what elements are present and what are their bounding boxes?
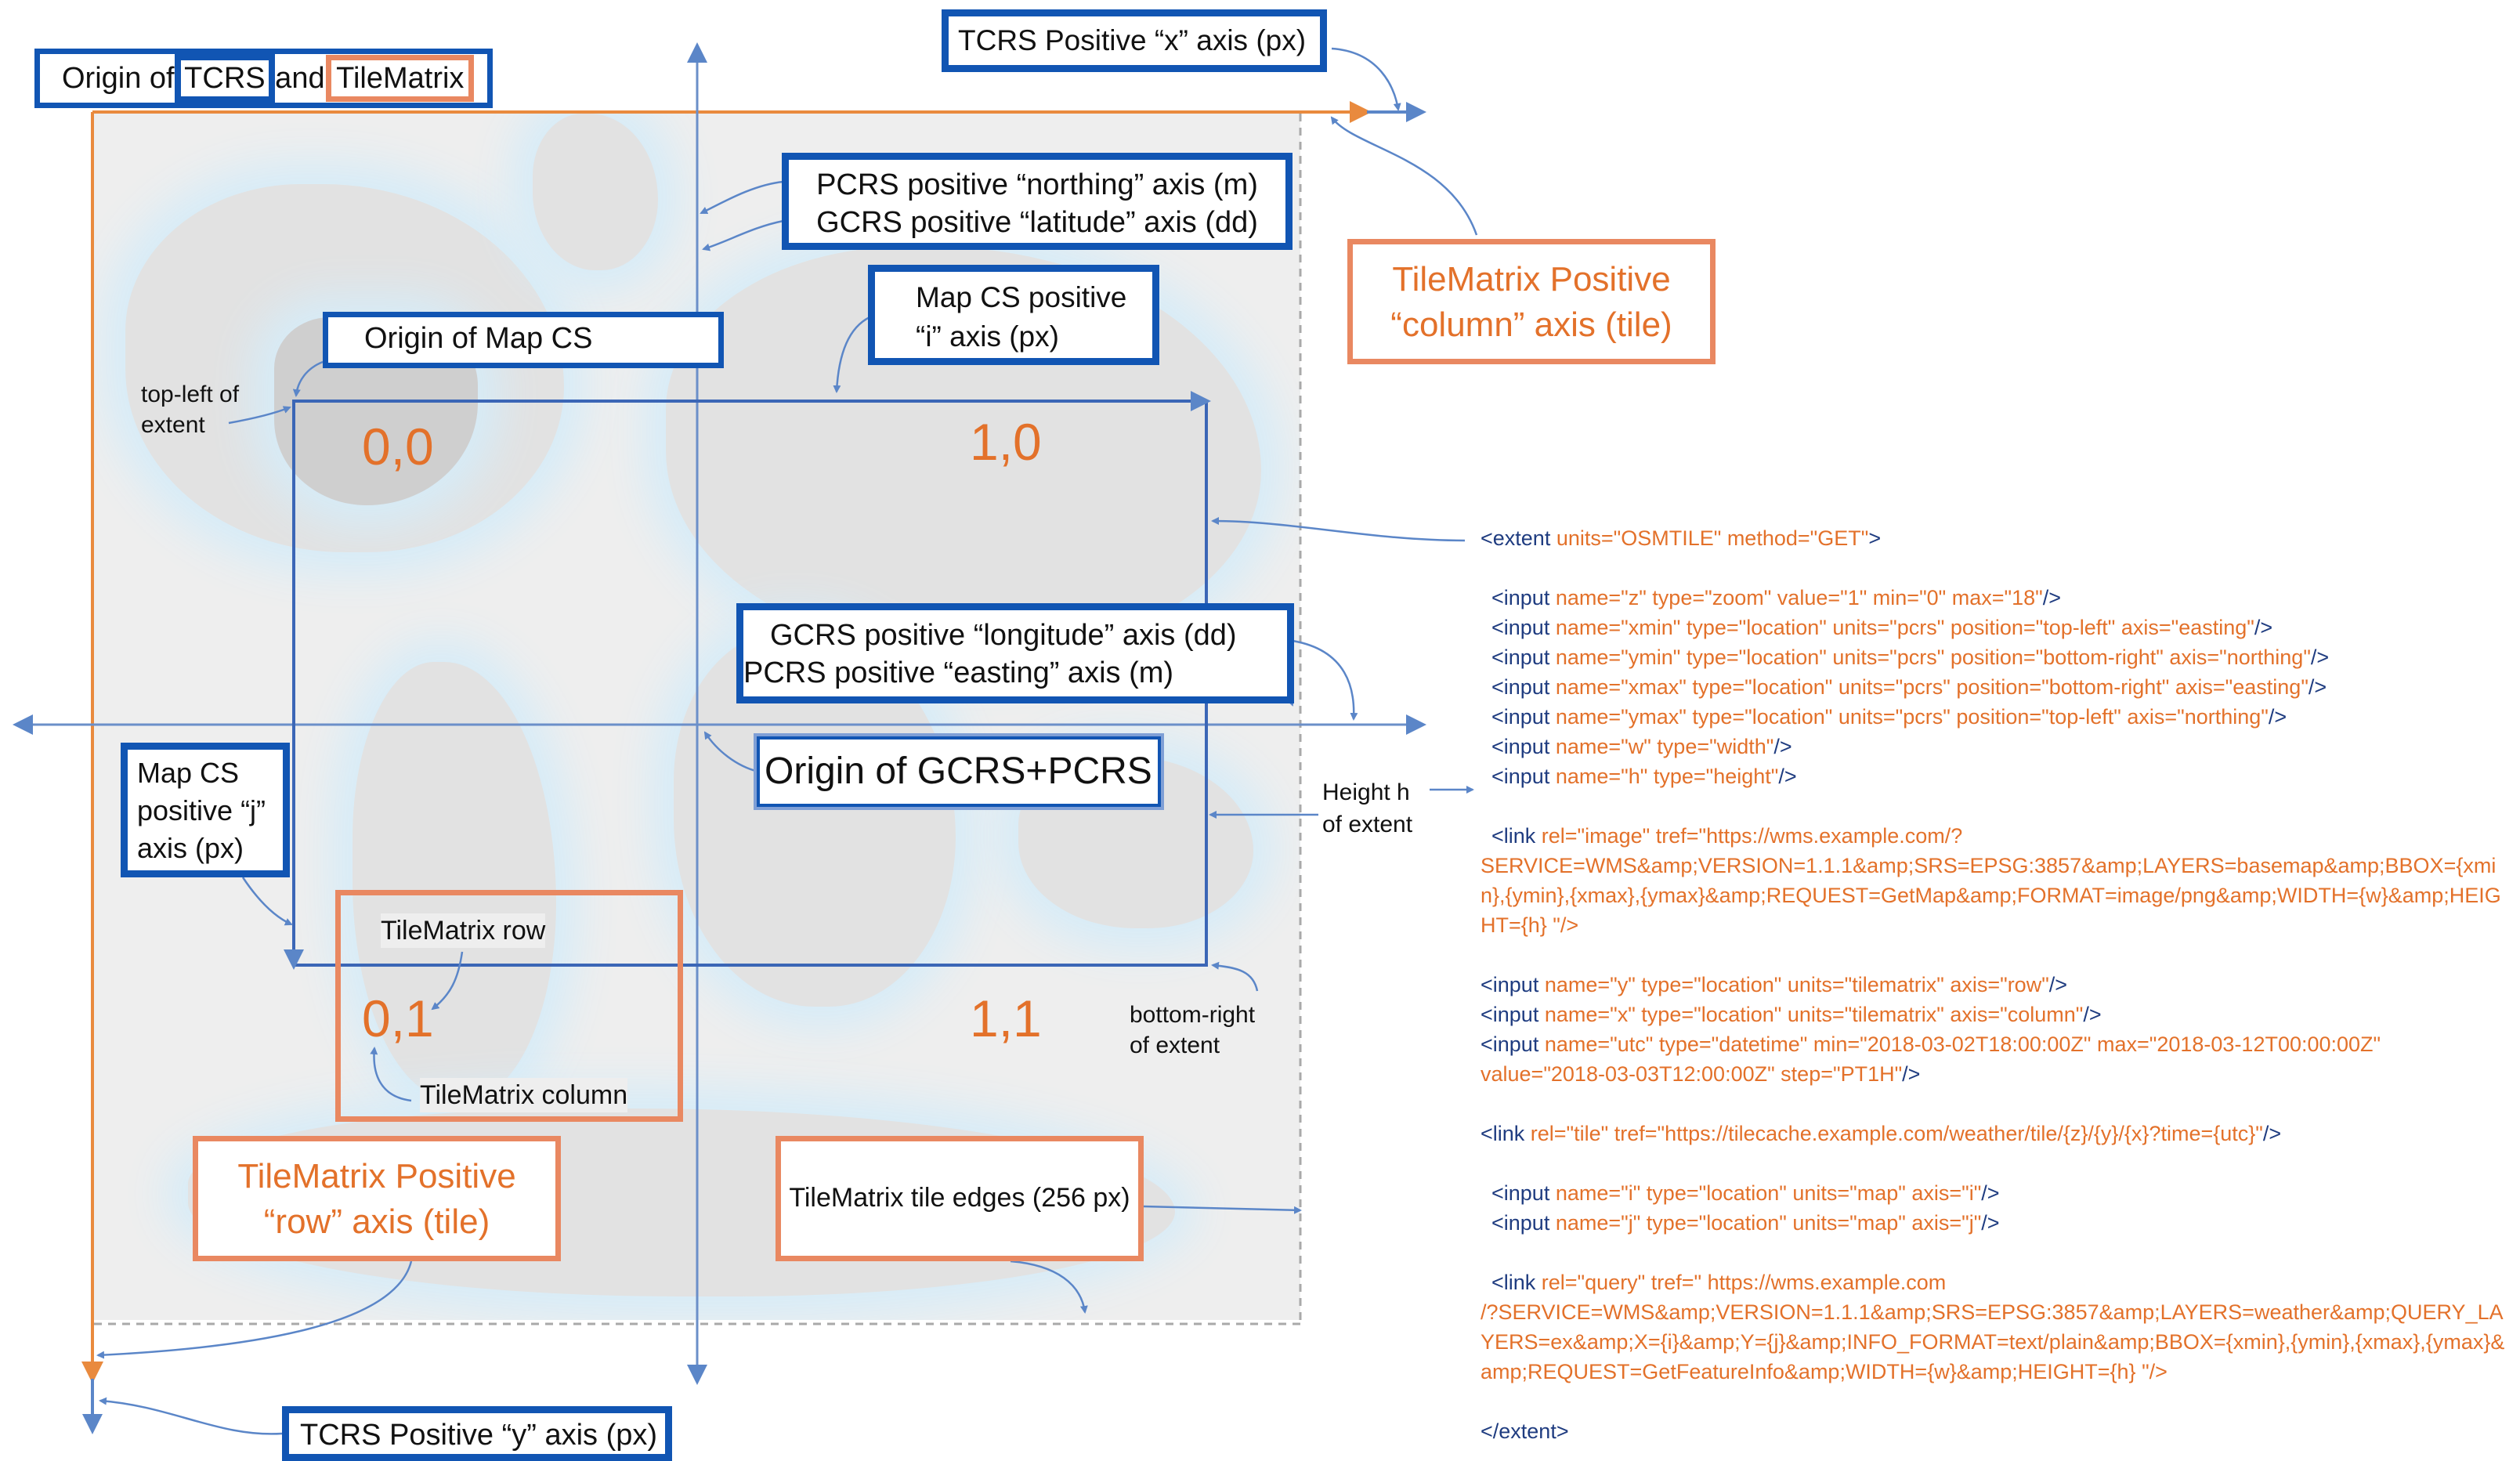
- callout-northing: [700, 180, 784, 215]
- tile-label-0-1: 0,1: [362, 989, 434, 1047]
- callout-height: [1211, 517, 1466, 542]
- tile-edges-label: TileMatrix tile edges (256 px): [776, 1136, 1144, 1261]
- mapcs-i-axis-label: Map CS positive “i” axis (px): [868, 265, 1159, 365]
- pcrs-easting-text: PCRS positive “easting” axis (m): [743, 656, 1174, 689]
- code-input-line: <input name="xmin" type="location" units…: [1491, 616, 2273, 639]
- mapcs-origin-label: Origin of Map CS: [323, 312, 724, 368]
- callout-top-left: [228, 406, 291, 425]
- code-input-line: <input name="w" type="width"/>: [1491, 735, 1792, 758]
- top-left-extent-line2: extent: [141, 412, 205, 438]
- code-input-line: <input name="x" type="location" units="t…: [1481, 1003, 2102, 1026]
- pcrs-northing-text: PCRS positive “northing” axis (m): [816, 168, 1258, 201]
- callout-longitude: [1292, 639, 1358, 721]
- callout-tilematrix-column-local: [370, 1047, 412, 1102]
- tilematrix-row-axis-label: TileMatrix Positive “row” axis (tile): [193, 1136, 561, 1261]
- tilematrix-row-column-box: [335, 890, 683, 1122]
- mapcs-j-axis-label: Map CS positive “j” axis (px): [121, 743, 290, 877]
- callout-tilematrix-column: [1330, 116, 1478, 236]
- gcrs-latitude-text: GCRS positive “latitude” axis (dd): [816, 206, 1258, 239]
- code-input-line: <input name="y" type="location" units="t…: [1481, 973, 2068, 996]
- bottom-right-extent-line2: of extent: [1130, 1032, 1220, 1058]
- mapml-code-block: <extent units="OSMTILE" method="GET"> <i…: [1481, 523, 2515, 1446]
- top-left-extent-line1: top-left of: [141, 382, 240, 407]
- code-extent-open: <extent units="OSMTILE" method="GET">: [1481, 526, 1882, 550]
- gcrs-pcrs-origin-label: Origin of GCRS+PCRS: [757, 736, 1161, 807]
- callout-gcrs-origin: [703, 731, 759, 773]
- tcrs-origin-tcrs-word: TCRS: [175, 54, 275, 103]
- tcrs-origin-tilematrix-word: TileMatrix: [326, 55, 475, 102]
- height-extent-line2: of extent: [1322, 811, 1413, 837]
- longitude-easting-label: GCRS positive “longitude” axis (dd) PCRS…: [736, 603, 1294, 703]
- tcrs-y-axis-label: TCRS Positive “y” axis (px): [282, 1406, 672, 1461]
- callout-mapcs-origin: [292, 360, 324, 397]
- code-link-image: <link rel="image" tref="https://wms.exam…: [1491, 824, 1963, 848]
- gcrs-longitude-text: GCRS positive “longitude” axis (dd): [770, 619, 1237, 652]
- code-utc-cont: value="2018-03-03T12:00:00Z" step="PT1H"…: [1481, 1062, 1921, 1086]
- code-input-line: <input name="j" type="location" units="m…: [1491, 1211, 2000, 1235]
- tile-label-0-0: 0,0: [362, 418, 434, 476]
- callout-tilematrix-row: [431, 951, 464, 1011]
- northing-latitude-label: PCRS positive “northing” axis (m) GCRS p…: [782, 153, 1293, 250]
- code-link-query: <link rel="query" tref=" https://wms.exa…: [1491, 1271, 1947, 1294]
- tilematrix-column-axis-label: TileMatrix Positive “column” axis (tile): [1347, 239, 1716, 364]
- callout-tile-edges-bottom: [1010, 1260, 1088, 1314]
- tilematrix-row-axis-line2: “row” axis (tile): [263, 1202, 490, 1241]
- code-link-tile: <link rel="tile" tref="https://tilecache…: [1481, 1122, 2282, 1145]
- bottom-right-extent-line1: bottom-right: [1130, 1002, 1256, 1028]
- tcrs-x-axis-label: TCRS Positive “x” axis (px): [942, 9, 1327, 72]
- code-input-line: <input name="i" type="location" units="m…: [1491, 1181, 2000, 1205]
- height-extent-label: Height h of extent: [1322, 777, 1412, 841]
- tcrs-origin-part2: and: [266, 62, 334, 95]
- code-extent-close: </extent>: [1481, 1419, 1569, 1443]
- code-link-image-url: SERVICE=WMS&amp;VERSION=1.1.1&amp;SRS=EP…: [1481, 854, 2501, 937]
- code-input-line: <input name="z" type="zoom" value="1" mi…: [1491, 586, 2062, 609]
- mapcs-j-line2: positive “j”: [137, 794, 266, 826]
- code-input-line: <input name="h" type="height"/>: [1491, 765, 1797, 788]
- height-extent-line1: Height h: [1322, 779, 1410, 805]
- callout-row-axis: [96, 1260, 413, 1359]
- code-link-query-url: /?SERVICE=WMS&amp;VERSION=1.1.1&amp;SRS=…: [1481, 1300, 2505, 1383]
- code-input-line: <input name="xmax" type="location" units…: [1491, 675, 2327, 699]
- tilematrix-row-axis-line1: TileMatrix Positive: [237, 1157, 516, 1195]
- bottom-right-extent-label: bottom-right of extent: [1130, 1000, 1255, 1061]
- tile-label-1-1: 1,1: [970, 989, 1042, 1047]
- callout-tcrs-y: [99, 1397, 283, 1435]
- callout-mapcs-i: [833, 316, 870, 393]
- callout-bottom-right: [1211, 961, 1259, 992]
- callout-tcrs-x: [1331, 47, 1401, 111]
- mapcs-j-line1: Map CS: [137, 757, 240, 789]
- top-left-extent-label: top-left of extent: [141, 379, 239, 440]
- mapcs-i-line2: “i” axis (px): [916, 320, 1059, 353]
- tcrs-origin-part1: Origin of: [62, 62, 183, 95]
- code-input-line: <input name="ymin" type="location" units…: [1491, 646, 2330, 669]
- callout-mapcs-j: [241, 877, 293, 926]
- mapcs-j-line3: axis (px): [137, 832, 244, 864]
- tilematrix-row-label: TileMatrix row: [381, 913, 546, 949]
- tcrs-origin-label: Origin of TCRS and TileMatrix: [34, 49, 493, 108]
- tilematrix-column-axis-line2: “column” axis (tile): [1390, 306, 1672, 344]
- callout-tile-edges-right: [1143, 1205, 1302, 1214]
- callout-latitude: [702, 219, 784, 251]
- tile-label-1-0: 1,0: [970, 413, 1042, 471]
- tilematrix-column-label: TileMatrix column: [420, 1078, 628, 1113]
- tilematrix-column-axis-line1: TileMatrix Positive: [1392, 260, 1671, 298]
- code-input-line: <input name="utc" type="datetime" min="2…: [1481, 1032, 2381, 1056]
- mapcs-i-line1: Map CS positive: [916, 281, 1127, 313]
- code-input-line: <input name="ymax" type="location" units…: [1491, 705, 2287, 729]
